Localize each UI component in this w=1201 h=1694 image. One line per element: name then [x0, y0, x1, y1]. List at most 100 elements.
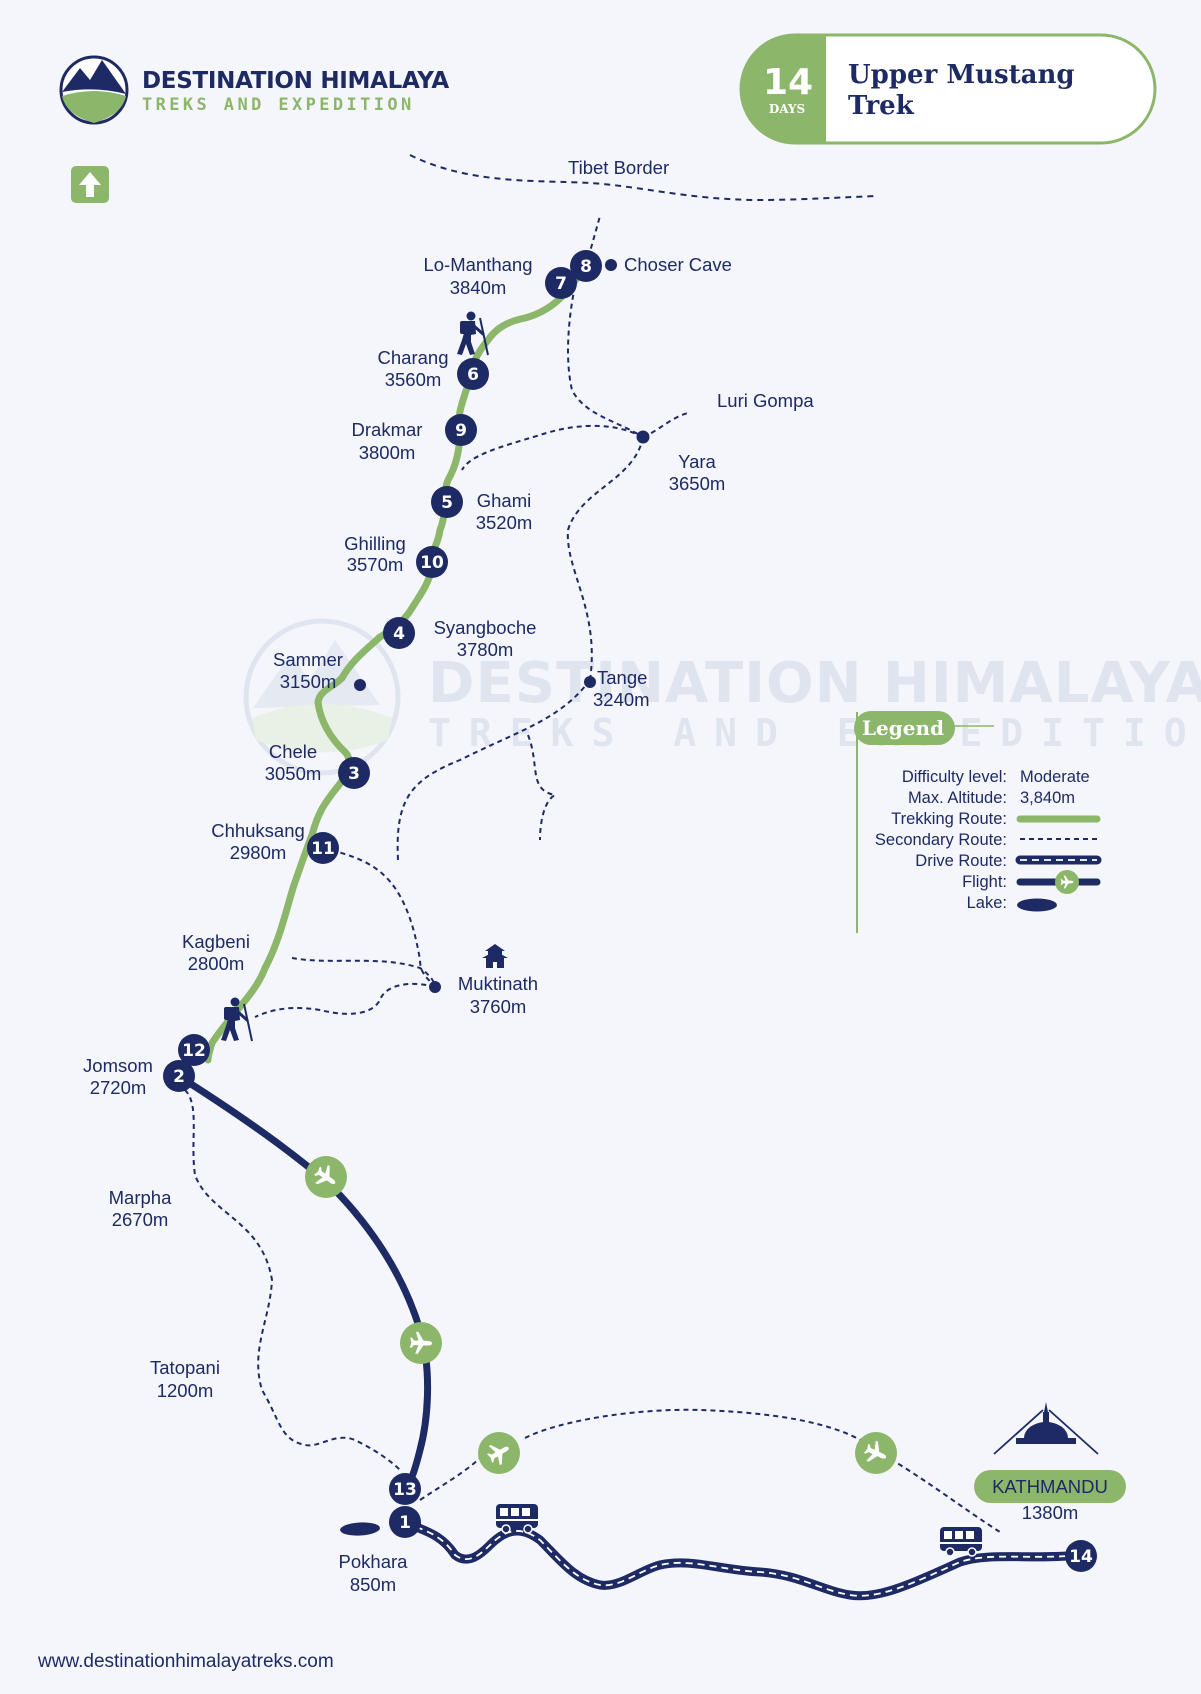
- svg-text:Yara: Yara: [678, 451, 716, 472]
- secondary-route-muktinath-kagbeni-a: [254, 982, 436, 1018]
- secondary-route-lomanthang-yara: [567, 285, 644, 438]
- svg-text:Ghami: Ghami: [477, 490, 532, 511]
- svg-text:Ghilling: Ghilling: [344, 533, 406, 554]
- svg-text:3760m: 3760m: [470, 996, 527, 1017]
- svg-text:1380m: 1380m: [1022, 1502, 1079, 1523]
- svg-text:3: 3: [348, 764, 360, 784]
- svg-text:Luri Gompa: Luri Gompa: [717, 390, 814, 411]
- svg-text:Marpha: Marpha: [109, 1187, 172, 1208]
- legend-label-lake: Lake:: [967, 894, 1007, 912]
- legend-title-pill: [854, 711, 955, 745]
- legend-label-flight: Flight:: [962, 873, 1007, 891]
- svg-text:2720m: 2720m: [90, 1077, 147, 1098]
- drive-route-center: [404, 1521, 1081, 1597]
- days-badge: [741, 35, 826, 143]
- secondary-route-muktinath-kagbeni-b: [291, 957, 436, 988]
- legend: Legend Difficulty level: Moderate Max. A…: [854, 711, 1102, 933]
- svg-text:3240m: 3240m: [593, 689, 650, 710]
- day-marker-9: 9: [445, 414, 477, 446]
- day-marker-13: 13: [389, 1473, 421, 1505]
- day-marker-8: 8: [570, 250, 602, 282]
- svg-text:1200m: 1200m: [157, 1380, 214, 1401]
- place-lo-manthang: Lo-Manthang 3840m: [423, 254, 532, 298]
- svg-text:3800m: 3800m: [359, 442, 416, 463]
- day-marker-11: 11: [307, 832, 339, 864]
- secondary-route-luri-gompa: [642, 412, 689, 438]
- watermark: DESTINATION HIMALAYA TREKS AND EXPEDITIO…: [243, 618, 1201, 776]
- watermark-logo-hill: [252, 704, 392, 753]
- days-label: DAYS: [769, 102, 805, 116]
- place-jomsom: Jomsom 2720m: [83, 1055, 153, 1098]
- kathmandu-pill: [974, 1470, 1126, 1503]
- day-marker-10: 10: [416, 546, 448, 578]
- website-url[interactable]: www.destinationhimalayatreks.com: [37, 1651, 334, 1672]
- legend-label-altitude: Max. Altitude:: [908, 789, 1007, 807]
- secondary-routes: [184, 215, 1001, 1533]
- sammer-dot: [354, 679, 366, 691]
- flight-route-pokhara-kathmandu: [524, 1408, 876, 1451]
- legend-label-difficulty: Difficulty level:: [902, 768, 1007, 786]
- place-marpha: Marpha 2670m: [109, 1187, 172, 1230]
- svg-text:1: 1: [399, 1513, 411, 1533]
- tibet-border-line: [409, 154, 879, 202]
- day-marker-3: 3: [338, 757, 370, 789]
- airplane-icon: [1055, 870, 1079, 894]
- svg-text:3570m: 3570m: [347, 554, 404, 575]
- svg-text:12: 12: [182, 1041, 206, 1061]
- day-marker-6: 6: [457, 358, 489, 390]
- svg-text:6: 6: [467, 365, 479, 385]
- flight-route-pokhara-start: [419, 1447, 491, 1501]
- airplane-icon: [305, 1156, 347, 1198]
- svg-text:2800m: 2800m: [188, 953, 245, 974]
- bus-icon: [939, 1526, 983, 1557]
- secondary-route-yara-tange: [566, 436, 644, 681]
- svg-text:14: 14: [1069, 1547, 1093, 1567]
- svg-text:2980m: 2980m: [230, 842, 287, 863]
- trip-title-badge: 14 DAYS Upper Mustang Trek: [739, 33, 1157, 145]
- brand-name: DESTINATION HIMALAYA: [142, 68, 449, 94]
- svg-text:10: 10: [420, 553, 444, 573]
- svg-text:Drakmar: Drakmar: [352, 419, 423, 440]
- secondary-route-jomsom-tatopani-pokhara: [184, 1089, 401, 1471]
- choser-cave-dot: [605, 259, 617, 271]
- svg-text:Chele: Chele: [269, 741, 317, 762]
- svg-text:850m: 850m: [350, 1574, 396, 1595]
- svg-text:7: 7: [555, 274, 567, 294]
- svg-text:Tange: Tange: [597, 667, 647, 688]
- svg-text:Lo-Manthang: Lo-Manthang: [423, 254, 532, 275]
- svg-text:KATHMANDU: KATHMANDU: [992, 1476, 1108, 1497]
- svg-text:Chhuksang: Chhuksang: [211, 820, 305, 841]
- legend-title: Legend: [862, 716, 944, 740]
- day-marker-1: 1: [389, 1506, 421, 1538]
- svg-text:2670m: 2670m: [112, 1209, 169, 1230]
- place-charang: Charang 3560m: [378, 347, 449, 390]
- day-marker-14: 14: [1065, 1540, 1097, 1572]
- svg-text:Tatopani: Tatopani: [150, 1357, 220, 1378]
- svg-text:5: 5: [441, 493, 453, 513]
- place-syangboche: Syangboche 3780m: [434, 617, 537, 660]
- svg-text:3780m: 3780m: [457, 639, 514, 660]
- legend-value-altitude: 3,840m: [1020, 789, 1075, 807]
- place-tatopani: Tatopani 1200m: [150, 1357, 220, 1401]
- logo-hill-icon: [62, 91, 126, 123]
- brand-tagline: TREKS AND EXPEDITION: [142, 95, 415, 115]
- svg-text:2: 2: [173, 1067, 185, 1087]
- legend-label-trekking: Trekking Route:: [891, 810, 1007, 828]
- place-yara: Yara 3650m: [669, 451, 726, 494]
- secondary-route-yara-drakmar: [461, 424, 644, 471]
- place-kathmandu: KATHMANDU 1380m: [974, 1470, 1126, 1523]
- legend-label-drive: Drive Route:: [915, 852, 1007, 870]
- airplane-icon: [400, 1322, 442, 1364]
- place-ghami: Ghami 3520m: [476, 490, 533, 533]
- place-labels: Lo-Manthang 3840m Choser Cave Charang 35…: [83, 254, 1126, 1595]
- place-luri-gompa: Luri Gompa: [717, 390, 814, 411]
- day-marker-4: 4: [383, 617, 415, 649]
- place-chhuksang: Chhuksang 2980m: [211, 820, 305, 863]
- temple-icon: [482, 944, 508, 968]
- logo-mountain-icon: [62, 60, 126, 94]
- place-tange: Tange 3240m: [593, 667, 650, 710]
- day-marker-12: 12: [178, 1034, 210, 1066]
- legend-label-secondary: Secondary Route:: [875, 831, 1007, 849]
- stupa-icon: [993, 1402, 1099, 1455]
